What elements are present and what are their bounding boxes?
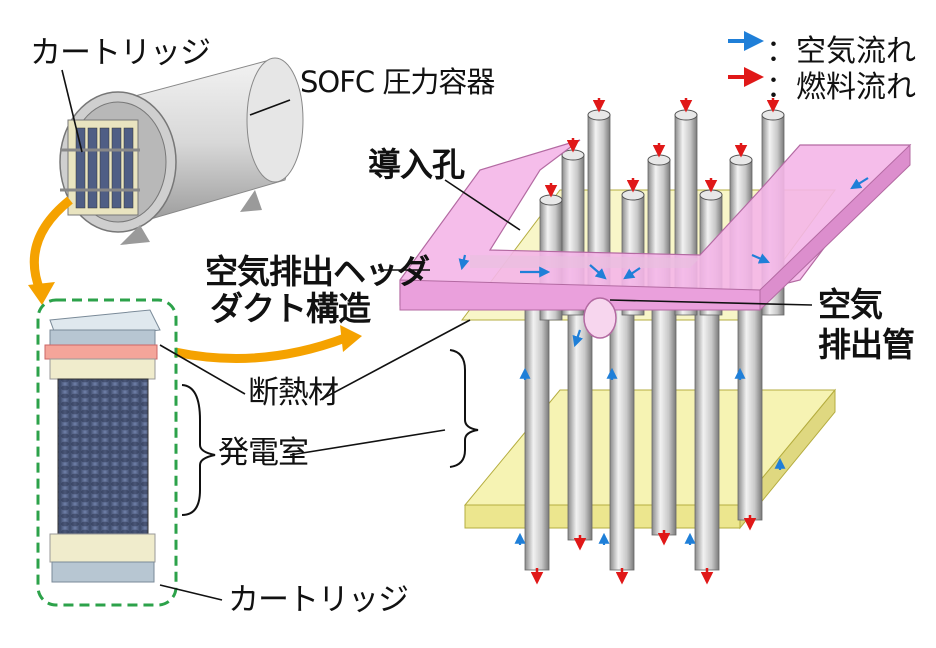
label-insulation: 断熱材 xyxy=(248,375,339,411)
label-cartridge-top: カートリッジ xyxy=(30,35,211,71)
air-exhaust-header-duct xyxy=(399,139,912,312)
label-header-duct-line1: 空気排出ヘッダ xyxy=(205,252,430,291)
label-power-room: 発電室 xyxy=(218,435,309,471)
transfer-arrow-right xyxy=(174,333,347,363)
fuel-outflow-arrows xyxy=(530,515,757,585)
label-air-exhaust-line1: 空気 xyxy=(818,285,883,324)
cartridge-dashed-frame xyxy=(36,298,178,607)
label-cartridge-bottom: カートリッジ xyxy=(228,582,409,618)
legend-fuel-flow-text: ：燃料流れ xyxy=(766,70,916,105)
label-header-duct-line2: ダクト構造 xyxy=(210,289,371,328)
label-intro-hole: 導入孔 xyxy=(368,145,465,184)
legend-air-flow-text: ：空気流れ xyxy=(766,34,916,69)
label-air-exhaust-line2: 排出管 xyxy=(818,325,915,364)
cartridge-stack xyxy=(44,309,161,583)
air-exhaust-pipe xyxy=(583,297,617,339)
lower-plate xyxy=(463,389,837,506)
transfer-arrow-left xyxy=(29,196,73,292)
label-sofc-pressure-vessel: SOFC 圧力容器 xyxy=(300,65,495,99)
legend-fuel-flow: ：燃料流れ xyxy=(766,62,916,106)
fuel-inflow-arrows xyxy=(544,98,780,198)
legend-air-flow: ：空気流れ xyxy=(766,26,916,70)
sofc-pressure-vessel xyxy=(59,57,304,245)
air-flow-arrows xyxy=(458,177,869,545)
